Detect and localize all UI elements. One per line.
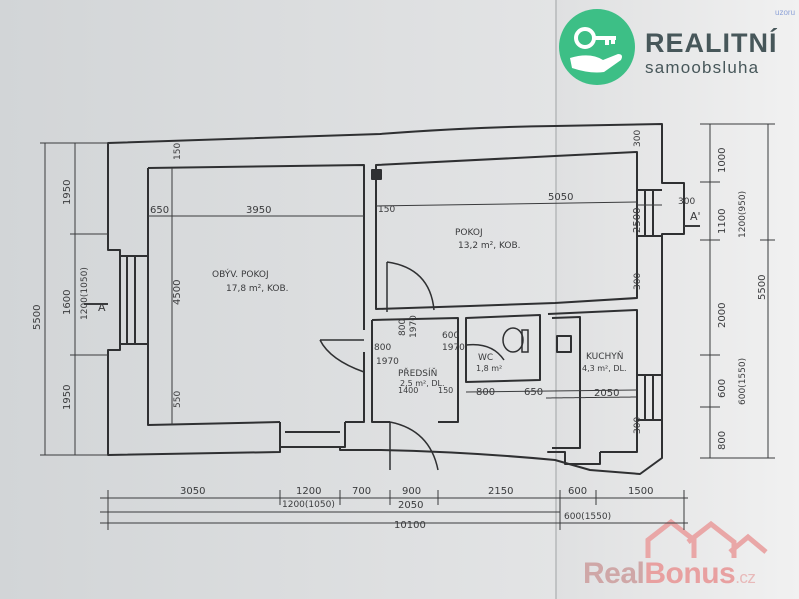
dim-wc-600: 600 <box>442 331 459 341</box>
window-left <box>120 255 148 345</box>
dim-wall-150-b: 150 <box>378 205 395 215</box>
dim-bottom-6: 600 <box>568 486 587 497</box>
window-right-lower <box>637 374 662 421</box>
doors <box>319 261 529 471</box>
room-label-kitchen: KUCHYŇ <box>586 351 624 362</box>
dim-kitchen-height: 2000 <box>717 303 728 328</box>
corner-note: uzoru <box>775 8 796 17</box>
dim-right-seg-4: 600 <box>717 379 728 398</box>
dim-room-width: 5050 <box>548 192 573 203</box>
dim-left-seg-1: 1950 <box>62 180 73 205</box>
window-right-top <box>637 189 662 237</box>
dim-hall-door-800: 800 <box>398 319 408 336</box>
wc-cistern <box>521 329 529 353</box>
dim-hall-1970: 1970 <box>376 357 399 367</box>
door-wc <box>465 343 505 361</box>
dim-right-300-low: 300 <box>633 417 643 434</box>
dim-left-inner: 1200(1050) <box>80 267 90 320</box>
dim-living-lower: 550 <box>173 391 183 408</box>
dim-left-seg-2: 1600 <box>62 290 73 315</box>
realitni-logo-subtitle: samoobsluha <box>645 58 760 77</box>
kitchen-step <box>564 452 601 465</box>
realbonus-logo-bonus: Bonus <box>644 557 736 590</box>
realitni-logo-title: REALITNÍ <box>645 28 778 58</box>
dim-bottom-7: 1500 <box>628 486 653 497</box>
dim-wc-650: 650 <box>524 387 543 398</box>
entrance-step <box>279 422 346 448</box>
dim-living-height: 4500 <box>172 280 183 305</box>
room-area-hall: 2,5 m², DL. <box>400 379 445 388</box>
door-pokoj <box>386 261 435 312</box>
dim-hall-door-1970: 1970 <box>409 315 419 338</box>
realbonus-logo-real: Real <box>583 557 645 590</box>
dim-bottom-5: 2150 <box>488 486 513 497</box>
door-living <box>319 339 365 373</box>
room-label-pokoj: POKOJ <box>455 228 483 238</box>
room-label-living: OBÝV. POKOJ <box>212 268 269 280</box>
kitchen-inner-line <box>547 309 638 453</box>
dim-right-300-mid: 300 <box>633 273 643 290</box>
dim-room-right-300: 300 <box>678 197 695 207</box>
dim-wc-1970: 1970 <box>442 343 465 353</box>
wc-toilet <box>502 327 524 353</box>
dim-right-top-300: 300 <box>633 130 643 147</box>
room-label-hall: PŘEDSÍŇ <box>398 367 437 379</box>
dim-right-inner-a: 1200(950) <box>738 191 748 238</box>
dim-bottom-3: 700 <box>352 486 371 497</box>
realbonus-logo-text: RealBonus.cz <box>583 557 756 591</box>
dim-living-width: 3950 <box>246 205 271 216</box>
dim-bottom-4: 900 <box>402 486 421 497</box>
dim-bottom-row2-3: 600(1550) <box>564 512 611 522</box>
hall-inner-line <box>371 317 459 423</box>
room-area-living: 17,8 m², KOB. <box>226 284 289 294</box>
room-labels: OBÝV. POKOJ 17,8 m², KOB. POKOJ 13,2 m²,… <box>98 210 701 388</box>
dim-bottom-row2-2: 2050 <box>398 500 423 511</box>
walls <box>107 123 685 475</box>
room-label-wc: WC <box>478 353 493 363</box>
dim-living-left-wall: 650 <box>150 205 169 216</box>
dim-hall-150: 150 <box>438 386 453 395</box>
chimney-mark <box>371 169 382 180</box>
dim-right-seg-5: 800 <box>717 431 728 450</box>
dim-kitchen-width: 2050 <box>594 388 619 399</box>
kitchen-sink <box>556 335 572 353</box>
dim-bottom-row2-1: 1200(1050) <box>282 500 335 510</box>
dim-right-seg-2: 1100 <box>717 209 728 234</box>
dim-wc-800: 800 <box>476 387 495 398</box>
room-area-kitchen: 4,3 m², DL. <box>582 364 627 373</box>
wc-inner-line <box>465 314 541 383</box>
section-mark-right: A' <box>690 210 701 223</box>
section-mark-left: A <box>98 301 106 314</box>
dim-wall-150-a: 150 <box>173 143 183 160</box>
dim-left-outer: 5500 <box>32 305 43 330</box>
paper-left-page <box>0 0 556 599</box>
dim-right-seg-1: 1000 <box>717 148 728 173</box>
dim-left-seg-3: 1950 <box>62 385 73 410</box>
living-room-inner-line <box>147 164 365 426</box>
dimension-labels: 5500 1950 1600 1950 1200(1050) 650 3950 … <box>32 130 768 531</box>
outer-wall-outer-line <box>107 123 685 475</box>
dim-hall-800: 800 <box>374 343 391 353</box>
dim-right-inner-b: 600(1550) <box>738 358 748 405</box>
dimension-lines <box>40 123 775 530</box>
room-area-wc: 1,8 m² <box>476 364 502 373</box>
dim-right-outer: 5500 <box>757 275 768 300</box>
dim-bottom-total: 10100 <box>394 520 426 531</box>
realbonus-house-icon <box>645 518 768 558</box>
dim-bottom-1: 3050 <box>180 486 205 497</box>
realbonus-logo-tld: .cz <box>735 568 756 587</box>
pokoj-inner-line <box>375 151 638 310</box>
door-hall <box>389 421 439 471</box>
room-area-pokoj: 13,2 m², KOB. <box>458 241 521 251</box>
realitni-logo-icon <box>559 9 635 85</box>
dim-hall-1400: 1400 <box>398 386 418 395</box>
dim-bottom-2: 1200 <box>296 486 321 497</box>
dim-room-height: 2500 <box>632 208 643 233</box>
kitchen-counter <box>551 316 581 449</box>
